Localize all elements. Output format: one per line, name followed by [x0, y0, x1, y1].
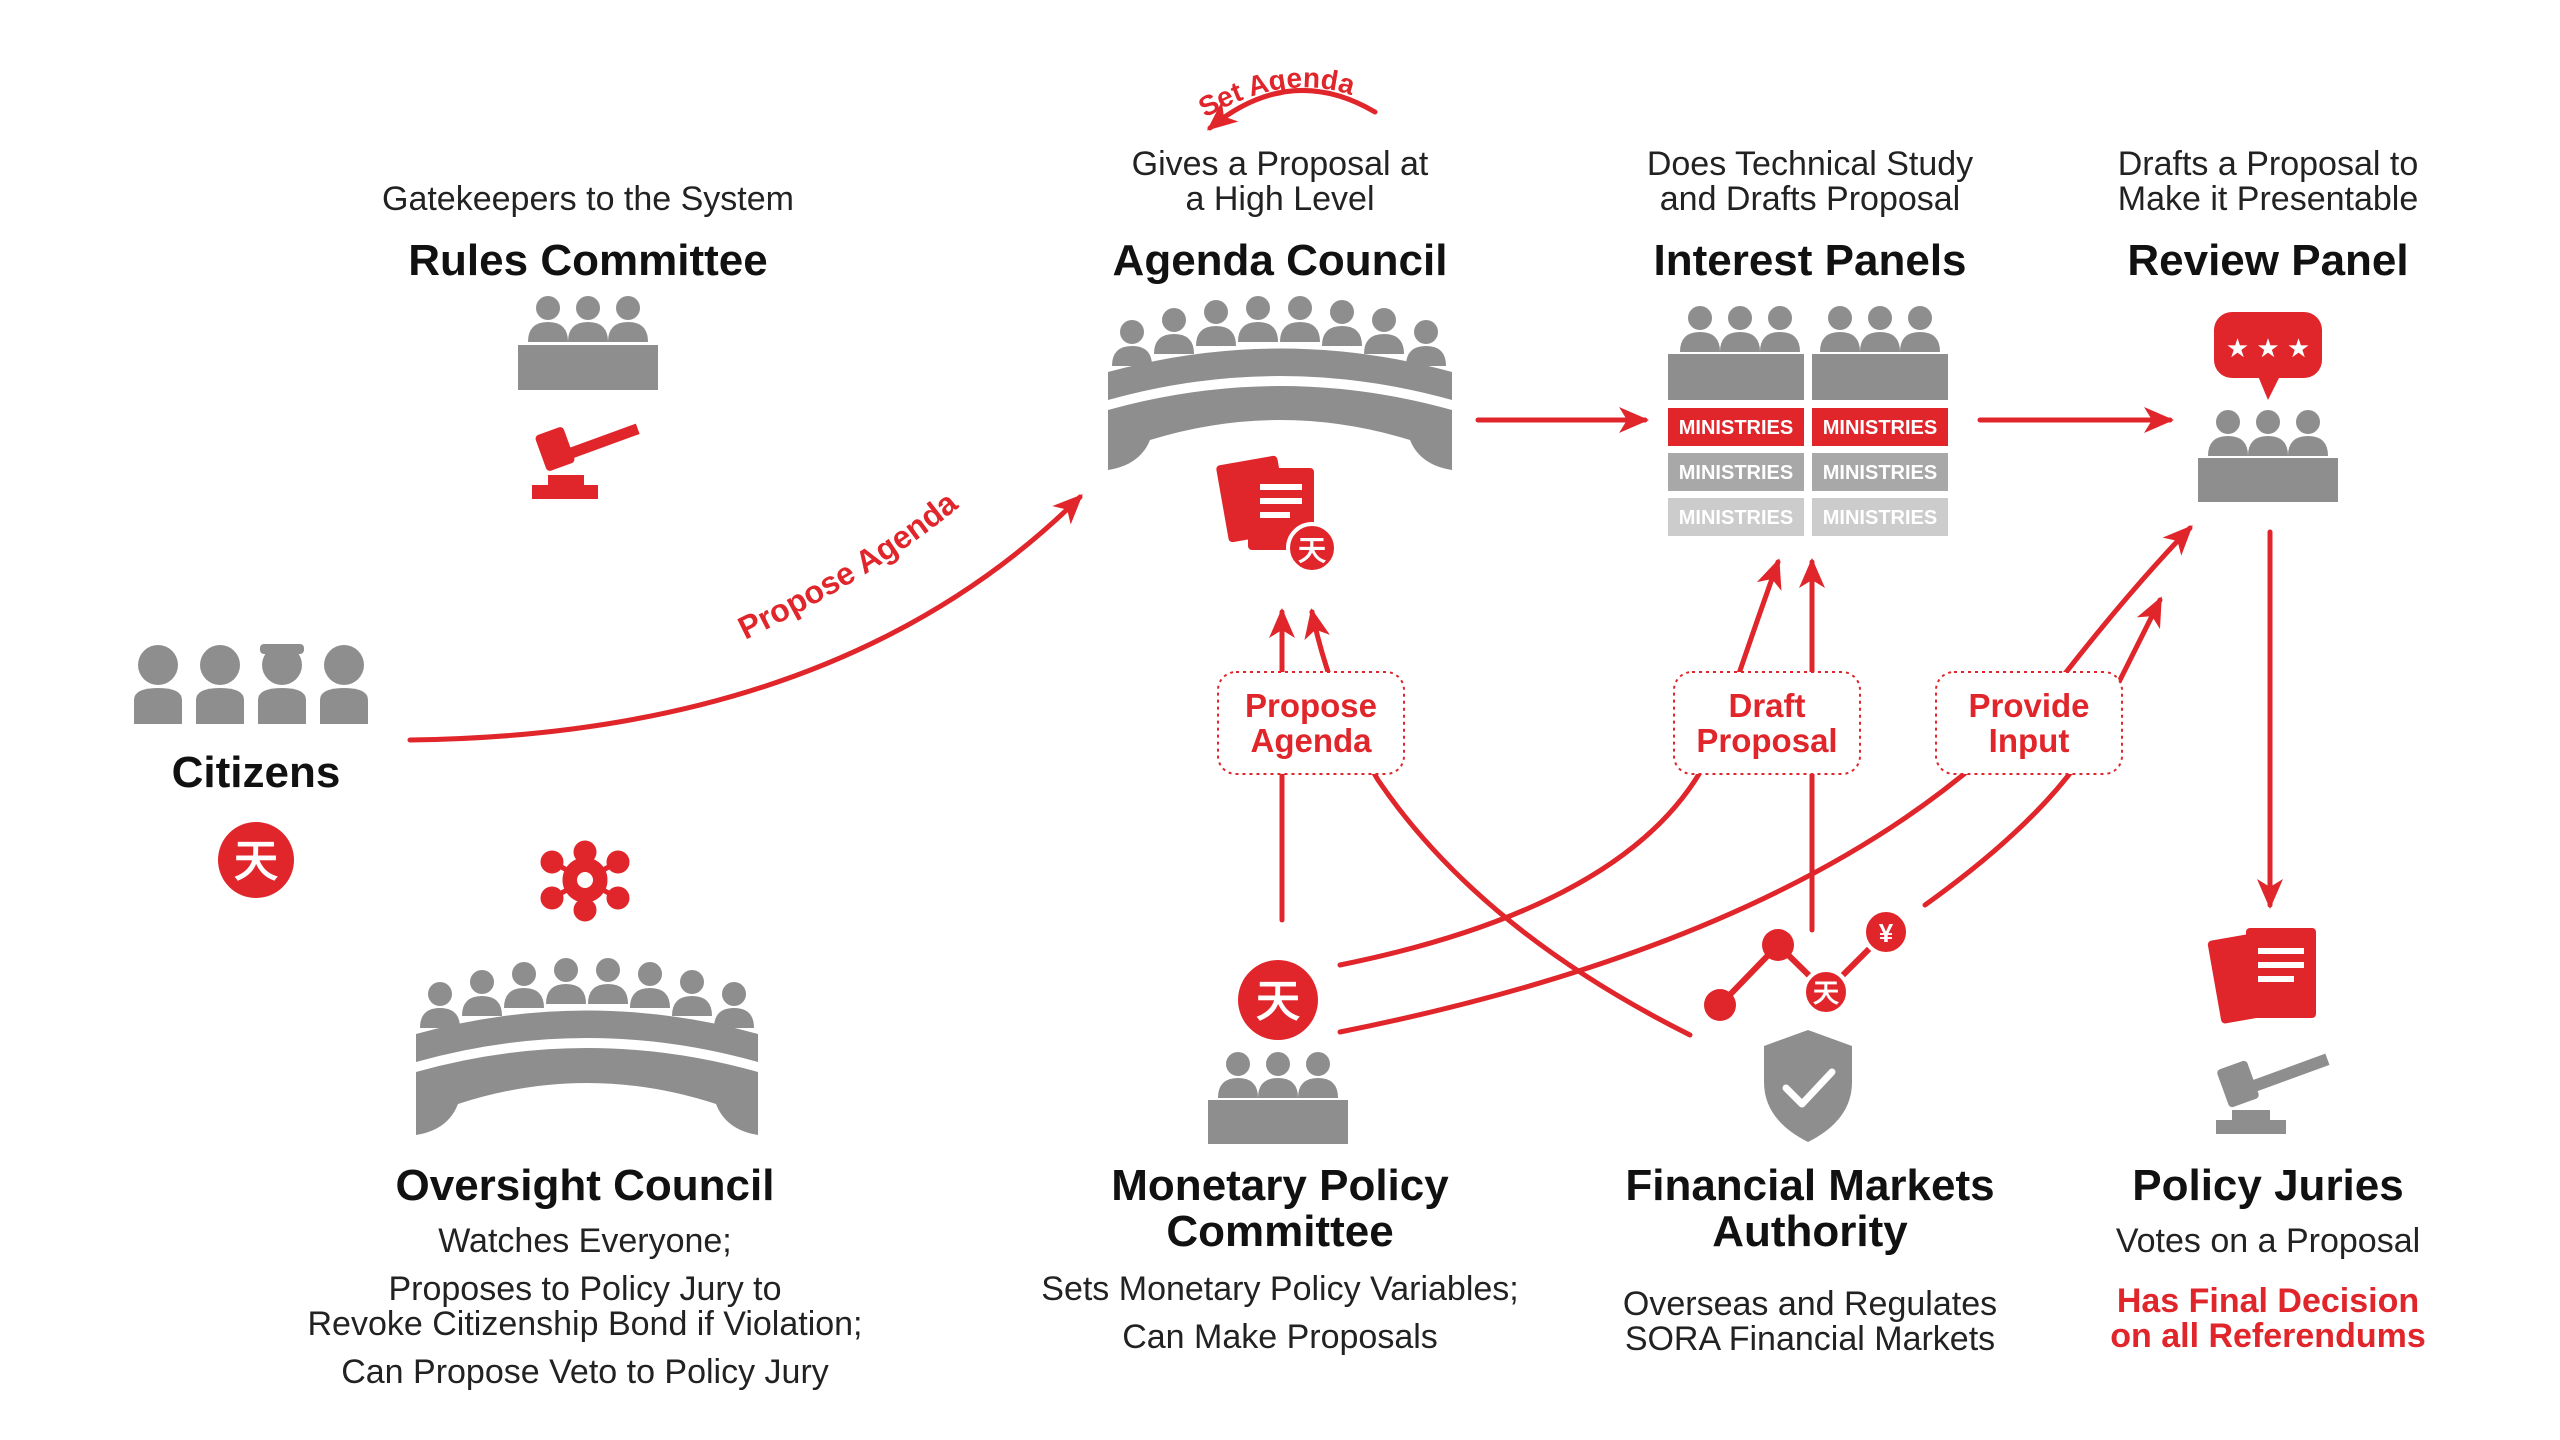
node-review-panel: Drafts a Proposal to Make it Presentable…: [2118, 145, 2419, 502]
monetary-desc-1: Sets Monetary Policy Variables;: [1041, 1270, 1518, 1308]
documents-icon: 天: [1216, 455, 1338, 574]
oversight-desc-4: Can Propose Veto to Policy Jury: [341, 1353, 829, 1391]
juries-title: Policy Juries: [2132, 1161, 2403, 1210]
council-amphitheater-icon: [416, 958, 758, 1135]
ministry-cell: MINISTRIES: [1823, 507, 1937, 529]
node-policy-juries: Policy Juries Votes on a Proposal Has Fi…: [2110, 928, 2426, 1355]
node-interest-panels: Does Technical Study and Drafts Proposal…: [1647, 145, 1973, 536]
citizens-title: Citizens: [172, 748, 341, 797]
fma-desc-2: SORA Financial Markets: [1625, 1320, 1995, 1358]
fma-title-1: Financial Markets: [1625, 1161, 1994, 1210]
ministry-cell: MINISTRIES: [1679, 507, 1793, 529]
edge-pills: Propose Agenda Draft Proposal Provide In…: [1217, 671, 2123, 775]
rules-title: Rules Committee: [408, 236, 767, 285]
node-oversight-council: Oversight Council Watches Everyone; Prop…: [307, 840, 863, 1391]
sora-symbol-icon: 天: [234, 837, 278, 886]
oversight-desc-3: Revoke Citizenship Bond if Violation;: [307, 1305, 862, 1343]
node-financial-markets: 天 ¥ Financial Markets Authority Overseas…: [1623, 908, 1997, 1358]
ministry-cell: MINISTRIES: [1823, 462, 1937, 484]
ministries-grid: MINISTRIES MINISTRIES MINISTRIES MINISTR…: [1668, 408, 1948, 536]
rules-subtitle: Gatekeepers to the System: [382, 180, 794, 218]
agenda-subtitle-2: a High Level: [1185, 180, 1374, 218]
pill-propose-agenda-line1: Propose: [1245, 687, 1377, 724]
node-rules-committee: Gatekeepers to the System Rules Committe…: [382, 180, 794, 499]
pill-draft-line2: Proposal: [1696, 722, 1837, 759]
citizens-group-icon: [134, 644, 368, 724]
council-amphitheater-icon: [1108, 296, 1452, 470]
review-title: Review Panel: [2127, 236, 2408, 285]
label-propose-agenda-curve: Propose Agenda: [732, 484, 964, 646]
ministry-cell: MINISTRIES: [1823, 417, 1937, 439]
review-subtitle-1: Drafts a Proposal to: [2118, 145, 2418, 183]
documents-icon: [2207, 928, 2316, 1024]
pill-draft-proposal: [1673, 671, 1861, 775]
juries-highlight-2: on all Referendums: [2110, 1317, 2426, 1355]
oversight-title: Oversight Council: [396, 1161, 775, 1210]
panel-tables-icon: [1668, 306, 1948, 400]
sora-symbol-icon: 天: [1813, 978, 1839, 1008]
pill-provide-line2: Input: [1989, 722, 2070, 759]
committee-table-icon: [2198, 410, 2338, 502]
sora-symbol-icon: 天: [1256, 977, 1300, 1026]
pill-draft-line1: Draft: [1728, 687, 1805, 724]
fma-title-2: Authority: [1712, 1207, 1908, 1256]
juries-highlight-1: Has Final Decision: [2117, 1282, 2419, 1320]
sora-coin-icon: [1238, 960, 1318, 1040]
oversight-desc-2: Proposes to Policy Jury to: [388, 1270, 781, 1308]
oversight-desc-1: Watches Everyone;: [438, 1222, 732, 1260]
pill-propose-agenda-line2: Agenda: [1250, 722, 1372, 759]
node-citizens: Citizens 天: [134, 644, 368, 898]
star-icon: ★ ★ ★: [2226, 333, 2310, 363]
network-eye-icon: [540, 840, 630, 922]
monetary-title-2: Committee: [1166, 1207, 1393, 1256]
pill-propose-agenda: [1217, 671, 1405, 775]
gavel-icon: [2216, 1053, 2330, 1134]
edge-citizens-to-agenda: [407, 494, 1083, 743]
monetary-title-1: Monetary Policy: [1111, 1161, 1449, 1210]
ministry-cell: MINISTRIES: [1679, 462, 1793, 484]
edge-set-agenda: [1206, 87, 1378, 131]
committee-table-icon: [1208, 1052, 1348, 1144]
interest-subtitle-2: and Drafts Proposal: [1660, 180, 1961, 218]
gavel-icon: [532, 423, 640, 499]
monetary-desc-2: Can Make Proposals: [1122, 1318, 1438, 1356]
committee-table-icon: [518, 296, 658, 390]
agenda-subtitle-1: Gives a Proposal at: [1132, 145, 1429, 183]
node-monetary-policy: 天 Monetary Policy Committee Sets Monetar…: [1041, 960, 1519, 1356]
sora-symbol-icon: 天: [1298, 535, 1326, 566]
edge-monetary-to-review: [1337, 525, 2193, 1035]
label-set-agenda: Set Agenda: [1193, 62, 1359, 123]
pill-provide-input: [1935, 671, 2123, 775]
agenda-title: Agenda Council: [1113, 236, 1448, 285]
interest-subtitle-1: Does Technical Study: [1647, 145, 1973, 183]
review-subtitle-2: Make it Presentable: [2118, 180, 2419, 218]
market-graph-icon: 天 ¥: [1704, 908, 1910, 1021]
shield-check-icon: [1764, 1030, 1852, 1142]
juries-desc: Votes on a Proposal: [2116, 1222, 2420, 1260]
yen-symbol-icon: ¥: [1879, 918, 1894, 948]
edges: [407, 87, 2283, 1038]
fma-desc-1: Overseas and Regulates: [1623, 1285, 1997, 1323]
sora-coin-icon: [218, 822, 294, 898]
interest-title: Interest Panels: [1653, 236, 1966, 285]
node-agenda-council: Gives a Proposal at a High Level Agenda …: [1108, 145, 1452, 574]
rating-bubble-icon: ★ ★ ★: [2214, 312, 2322, 400]
pill-provide-line1: Provide: [1968, 687, 2089, 724]
ministry-cell: MINISTRIES: [1679, 417, 1793, 439]
edge-monetary-to-interest: [1337, 558, 1782, 968]
